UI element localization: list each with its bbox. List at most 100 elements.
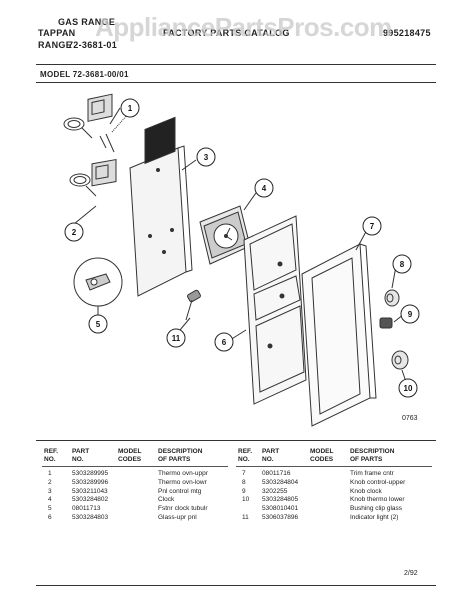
parts-table-left: REF. NO. PART NO. MODEL CODES DESCRIPTIO… bbox=[36, 448, 236, 558]
col-header-part-no: NO. bbox=[72, 456, 84, 463]
ref-number: 2 bbox=[48, 478, 52, 486]
col-header-ref-no: NO. bbox=[238, 456, 250, 463]
ref-number: 11 bbox=[242, 514, 249, 521]
catalog-number: 995218475 bbox=[383, 28, 431, 38]
part-description: Pnl control mtg bbox=[158, 487, 202, 495]
clock bbox=[199, 205, 251, 265]
ref-number: 9 bbox=[242, 487, 246, 495]
col-header-part: PART bbox=[262, 448, 280, 455]
part-number: 5303284803 bbox=[72, 514, 109, 521]
part-number: 5308010401 bbox=[262, 505, 299, 513]
col-header-ref: REF. bbox=[44, 448, 59, 455]
range-word: RANGE bbox=[38, 40, 73, 50]
callout-11 bbox=[166, 328, 186, 348]
indicator-light bbox=[185, 289, 201, 321]
callout-label: 10 bbox=[404, 384, 413, 393]
callout-label: 3 bbox=[204, 153, 209, 162]
callout-label: 6 bbox=[222, 338, 227, 347]
part-description: Fstnr clock tubulr bbox=[158, 505, 208, 513]
col-header-part: PART bbox=[72, 448, 90, 455]
part-description: Thermo ovn-uppr bbox=[158, 470, 208, 477]
callout-10 bbox=[398, 378, 418, 398]
exploded-parts-diagram: 1 2 3 4 5 6 7 8 9 10 11 bbox=[63, 93, 420, 427]
page-bottom-rule bbox=[36, 585, 436, 586]
part-number: 3202255 bbox=[262, 487, 288, 495]
part-description: Bushing clip glass bbox=[350, 505, 403, 513]
callout-8 bbox=[392, 254, 412, 274]
part-number: 08011713 bbox=[72, 505, 101, 513]
callout-label: 2 bbox=[72, 228, 77, 237]
trim-frame bbox=[301, 243, 377, 427]
ref-number: 5 bbox=[48, 505, 52, 513]
part-description: Knob thermo lower bbox=[350, 496, 405, 504]
callout-label: 8 bbox=[400, 260, 405, 269]
part-number: 5303289996 bbox=[72, 478, 109, 486]
parts-table-right: REF. NO. PART NO. MODEL CODES DESCRIPTIO… bbox=[236, 448, 436, 558]
callout-5 bbox=[88, 314, 108, 334]
callout-label: 1 bbox=[128, 104, 133, 113]
part-number: 5303211043 bbox=[72, 487, 108, 495]
ref-number: 10 bbox=[242, 496, 250, 504]
col-header-ref: REF. bbox=[238, 448, 253, 455]
thermostat-lower bbox=[69, 158, 117, 197]
catalog-title: FACTORY PARTS CATALOG bbox=[163, 28, 290, 38]
col-header-model: MODEL bbox=[310, 448, 334, 455]
part-description: Thermo ovn-lowr bbox=[158, 478, 207, 486]
callout-label: 4 bbox=[262, 184, 267, 193]
col-header-codes: CODES bbox=[310, 456, 334, 463]
control-mounting-panel bbox=[129, 116, 193, 297]
range-line1: GAS RANGE bbox=[58, 17, 116, 27]
knob-clock bbox=[379, 317, 393, 329]
model-label: MODEL 72-3681-00/01 bbox=[40, 70, 129, 79]
col-header-description: DESCRIPTION bbox=[350, 448, 395, 455]
col-header-model: MODEL bbox=[118, 448, 142, 455]
part-description: Trim frame cntr bbox=[350, 470, 394, 477]
part-number: 5303284804 bbox=[262, 478, 299, 486]
knob-lower bbox=[391, 350, 409, 370]
callout-label: 7 bbox=[370, 222, 375, 231]
col-header-of-parts: OF PARTS bbox=[158, 456, 191, 463]
col-header-codes: CODES bbox=[118, 456, 142, 463]
col-header-part-no: NO. bbox=[262, 456, 274, 463]
brand-name: TAPPAN bbox=[38, 28, 76, 38]
part-description: Knob control-upper bbox=[350, 478, 406, 486]
ref-number: 8 bbox=[242, 478, 246, 486]
ref-number: 7 bbox=[242, 470, 246, 477]
ref-number: 1 bbox=[48, 470, 52, 477]
col-header-ref-no: NO. bbox=[44, 456, 56, 463]
callout-9 bbox=[400, 304, 420, 324]
part-description: Knob clock bbox=[350, 487, 382, 495]
revision-date: 2/92 bbox=[404, 570, 418, 577]
ref-number: 4 bbox=[48, 496, 52, 504]
callout-1 bbox=[120, 98, 140, 118]
col-header-description: DESCRIPTION bbox=[158, 448, 203, 455]
knob-upper bbox=[384, 289, 400, 307]
part-number: 5303284802 bbox=[72, 496, 109, 504]
col-header-of-parts: OF PARTS bbox=[350, 456, 383, 463]
part-description: Glass-upr pnl bbox=[158, 514, 197, 521]
callout-6 bbox=[214, 332, 234, 352]
callout-4 bbox=[254, 178, 274, 198]
glass-upper-panel bbox=[243, 215, 307, 405]
table-top-rule bbox=[36, 440, 436, 441]
callout-7 bbox=[362, 216, 382, 236]
clock-fastener-inset bbox=[73, 257, 123, 316]
part-number: 5303284805 bbox=[262, 496, 299, 504]
model-rule bbox=[36, 82, 436, 83]
ref-number: 3 bbox=[48, 487, 52, 495]
thermostat-upper bbox=[63, 93, 115, 153]
part-number: 5306037896 bbox=[262, 514, 299, 521]
part-description: Indicator light (2) bbox=[350, 514, 399, 521]
ref-number: 6 bbox=[48, 514, 52, 521]
callout-label: 11 bbox=[172, 334, 181, 343]
range-line2: 72-3681-01 bbox=[68, 40, 118, 50]
callout-label: 5 bbox=[96, 320, 101, 329]
callout-label: 9 bbox=[408, 310, 413, 319]
callout-2 bbox=[64, 222, 84, 242]
part-number: 5303289995 bbox=[72, 470, 109, 477]
figure-number: 0763 bbox=[402, 415, 418, 422]
callout-3 bbox=[196, 147, 216, 167]
part-number: 08011716 bbox=[262, 470, 291, 477]
part-description: Clock bbox=[158, 496, 175, 504]
